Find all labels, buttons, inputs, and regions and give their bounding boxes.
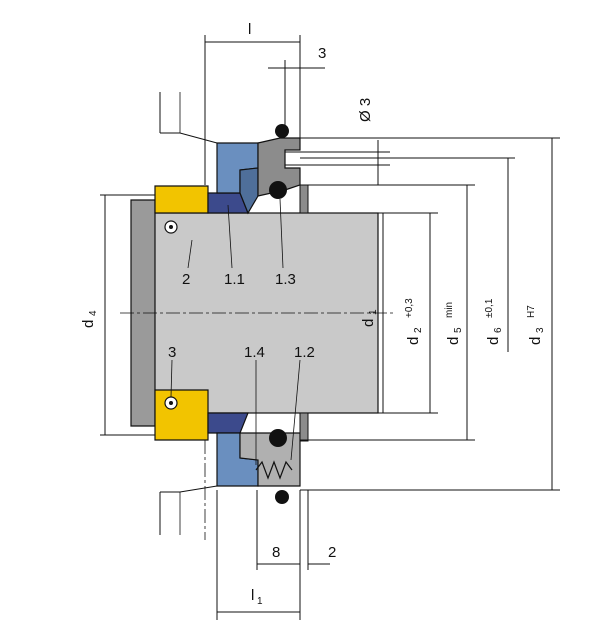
spring-icon — [255, 460, 293, 480]
dim-d3-sub: 3 — [535, 327, 546, 333]
dim-d2: d — [405, 337, 422, 345]
dim-d3: d — [527, 337, 544, 345]
dim-d4-sub: 4 — [88, 310, 99, 316]
dim-d2-tol: +0,3 — [404, 298, 415, 318]
part-3: 3 — [168, 344, 176, 361]
part-labels: 2 1.1 1.3 3 1.4 1.2 — [168, 271, 315, 361]
dim-l1-sub: 1 — [257, 596, 263, 607]
dim-d1-sub: 1 — [368, 309, 379, 315]
dim-d3-tol: H7 — [526, 305, 537, 318]
dim-8: 8 — [272, 544, 280, 561]
collar — [154, 185, 209, 441]
dim-3-top: 3 — [318, 45, 326, 62]
dim-d4: d — [80, 320, 97, 328]
dim-d5-tol: min — [444, 302, 455, 318]
dim-d6-sub: 6 — [493, 327, 504, 333]
seal-assembly-bottom — [207, 412, 309, 504]
dim-d5: d — [445, 337, 462, 345]
part-1-4: 1.4 — [244, 344, 265, 361]
dim-d1: d — [360, 319, 377, 327]
dim-l: l — [248, 21, 251, 38]
part-1-2: 1.2 — [294, 344, 315, 361]
part-2: 2 — [182, 271, 190, 288]
dim-2-bottom: 2 — [328, 544, 336, 561]
seal-assembly-top — [207, 124, 309, 215]
dim-o3: Ø 3 — [357, 98, 374, 122]
dim-l1: l — [251, 587, 254, 604]
dim-d6-tol: ±0,1 — [484, 298, 495, 318]
part-1-3: 1.3 — [275, 271, 296, 288]
dimension-labels: l 3 Ø 3 d 1 d 2 +0,3 d 5 min d 6 ±0,1 d … — [80, 21, 546, 607]
dimension-lines — [100, 35, 560, 620]
part-1-1: 1.1 — [224, 271, 245, 288]
dim-d2-sub: 2 — [413, 327, 424, 333]
dim-d6: d — [485, 337, 502, 345]
dim-d5-sub: 5 — [453, 327, 464, 333]
